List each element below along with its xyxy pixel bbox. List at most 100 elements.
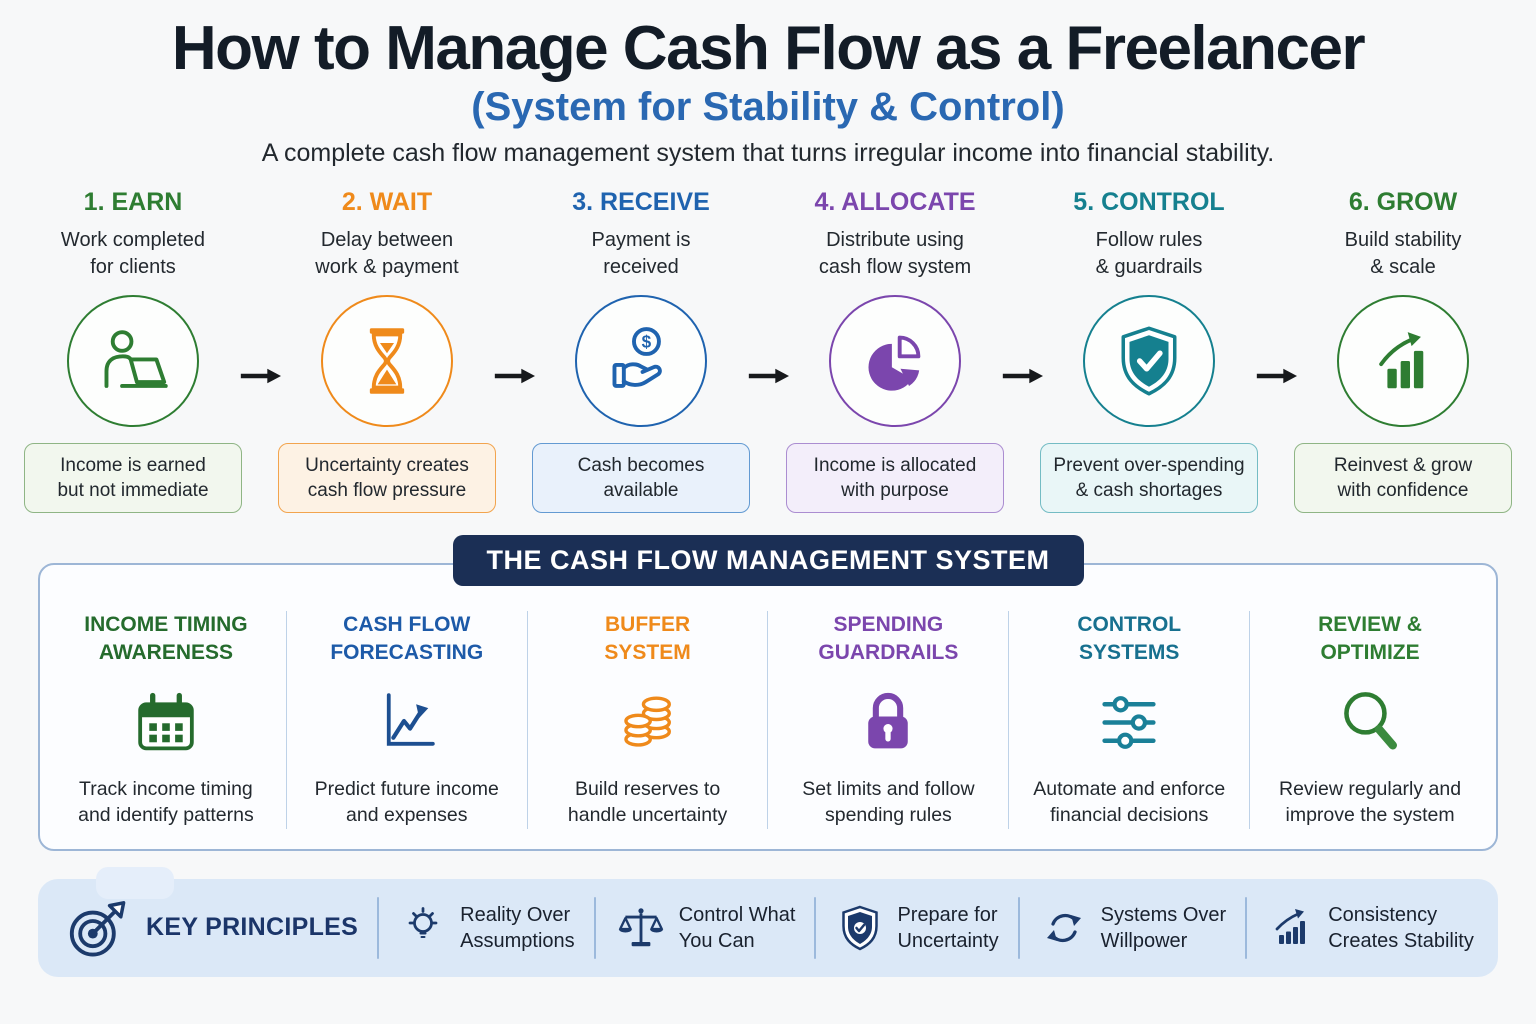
lightbulb-icon — [408, 906, 438, 938]
principle-label: Prepare for Uncertainty — [897, 903, 999, 952]
column-desc: Track income timing and identify pattern… — [78, 778, 254, 826]
principle-reality-over-assumptions: Reality Over Assumptions — [398, 902, 575, 954]
page-description: A complete cash flow management system t… — [261, 139, 1275, 168]
column-desc: Automate and enforce financial decisions — [1033, 778, 1226, 826]
person-laptop-icon — [104, 330, 168, 389]
growth-chart-icon — [1379, 332, 1424, 389]
shield-check-icon — [842, 905, 879, 951]
step-title: 2. WAIT — [341, 188, 433, 217]
arrow-right-icon — [239, 366, 281, 386]
step-caption: Uncertainty creates cash flow pressure — [278, 443, 496, 514]
step-grow: 6. GROW Build stability & scale Reinvest… — [1294, 188, 1512, 514]
refresh-arrows-icon — [1046, 913, 1081, 942]
arrow-right-icon — [1001, 366, 1043, 386]
step-caption: Prevent over-spending & cash shortages — [1040, 443, 1258, 514]
step-allocate: 4. ALLOCATE Distribute using cash flow s… — [786, 188, 1004, 514]
column-desc: Build reserves to handle uncertainty — [567, 778, 728, 826]
column-desc: Predict future income and expenses — [314, 778, 499, 826]
step-icon-circle — [829, 295, 961, 428]
hourglass-icon — [369, 328, 405, 394]
hand-coin-icon: $ — [612, 327, 662, 389]
coin-stack-icon — [623, 696, 671, 747]
cash-flow-infographic: How to Manage Cash Flow as a Freelancer … — [0, 0, 1536, 977]
column-title: BUFFER SYSTEM — [604, 613, 691, 664]
page-title: How to Manage Cash Flow as a Freelancer — [171, 14, 1366, 83]
header: How to Manage Cash Flow as a Freelancer … — [0, 0, 1536, 168]
step-control: 5. CONTROL Follow rules & guardrails Pre… — [1040, 188, 1258, 514]
page-subtitle: (System for Stability & Control) — [471, 85, 1065, 130]
step-desc: Build stability & scale — [1344, 229, 1462, 279]
step-icon-circle — [67, 295, 199, 428]
principle-label: Consistency Creates Stability — [1328, 903, 1474, 952]
divider — [814, 896, 817, 959]
step-icon-circle — [1083, 295, 1215, 428]
step-desc: Work completed for clients — [60, 229, 206, 279]
step-caption: Income is allocated with purpose — [786, 443, 1004, 514]
sliders-icon — [1102, 696, 1156, 750]
column-cash-flow-forecasting: CASH FLOW FORECASTING Predict future inc… — [287, 611, 528, 829]
divider — [1017, 896, 1020, 959]
system-banner: THE CASH FLOW MANAGEMENT SYSTEM — [452, 535, 1084, 587]
arrow-right-icon — [1255, 366, 1297, 386]
principle-label: Control What You Can — [678, 903, 796, 952]
principle-consistency-creates-stability: Consistency Creates Stability — [1266, 902, 1474, 954]
step-desc: Delay between work & payment — [315, 229, 459, 279]
step-title: 5. CONTROL — [1073, 188, 1225, 217]
column-buffer-system: BUFFER SYSTEM Build reserves to handle u… — [528, 611, 769, 829]
key-principles-bar: KEY PRINCIPLES Reality Over Assumptions — [38, 866, 1498, 977]
step-icon-circle: $ — [575, 295, 707, 428]
column-title: INCOME TIMING AWARENESS — [84, 613, 248, 664]
column-title: CONTROL SYSTEMS — [1077, 613, 1182, 664]
principle-control-what-you-can: Control What You Can — [615, 902, 796, 954]
step-icon-circle — [1337, 295, 1469, 428]
shield-check-icon — [1121, 326, 1177, 396]
step-earn: 1. EARN Work completed for clients Incom… — [24, 188, 242, 514]
step-icon-circle — [321, 295, 453, 428]
principle-label: Systems Over Willpower — [1100, 903, 1227, 952]
step-caption: Income is earned but not immediate — [24, 443, 242, 514]
step-desc: Payment is received — [591, 229, 691, 279]
column-review-optimize: REVIEW & OPTIMIZE Review regularly and i… — [1250, 611, 1490, 828]
step-caption: Cash becomes available — [532, 443, 750, 514]
column-desc: Set limits and follow spending rules — [802, 778, 975, 826]
step-desc: Follow rules & guardrails — [1095, 229, 1203, 279]
divider — [377, 896, 380, 959]
bar-growth-icon — [1275, 908, 1306, 944]
column-income-timing-awareness: INCOME TIMING AWARENESS Track income tim… — [46, 611, 287, 829]
arrow-right-icon — [493, 366, 535, 386]
step-title: 6. GROW — [1348, 188, 1458, 217]
column-desc: Review regularly and improve the system — [1279, 778, 1462, 826]
step-title: 4. ALLOCATE — [814, 188, 976, 217]
calendar-icon — [138, 693, 194, 751]
step-desc: Distribute using cash flow system — [818, 229, 972, 279]
divider — [1245, 896, 1248, 959]
column-title: SPENDING GUARDRAILS — [818, 613, 959, 664]
step-caption: Reinvest & grow with confidence — [1294, 443, 1512, 514]
principle-prepare-for-uncertainty: Prepare for Uncertainty — [835, 902, 999, 954]
padlock-icon — [868, 693, 909, 749]
target-icon — [69, 900, 126, 957]
principle-systems-over-willpower: Systems Over Willpower — [1039, 902, 1227, 954]
pie-chart-icon — [868, 335, 921, 391]
decorative-tab — [96, 866, 174, 899]
step-title: 1. EARN — [83, 188, 183, 217]
column-control-systems: CONTROL SYSTEMS Automate and enforce fin… — [1009, 611, 1251, 829]
key-principles-heading: KEY PRINCIPLES — [146, 913, 359, 942]
step-wait: 2. WAIT Delay between work & payment Unc… — [278, 188, 496, 514]
arrow-right-icon — [747, 366, 789, 386]
step-title: 3. RECEIVE — [572, 188, 710, 217]
line-chart-icon — [386, 693, 435, 746]
process-flow: 1. EARN Work completed for clients Incom… — [0, 168, 1536, 514]
magnifier-icon — [1344, 692, 1398, 750]
system-section: THE CASH FLOW MANAGEMENT SYSTEM INCOME T… — [0, 535, 1536, 851]
key-principles-heading-group: KEY PRINCIPLES — [62, 893, 358, 963]
svg-text:$: $ — [642, 332, 652, 352]
principle-label: Reality Over Assumptions — [460, 903, 575, 952]
scales-icon — [618, 907, 664, 946]
step-receive: 3. RECEIVE Payment is received $ Cash be… — [532, 188, 750, 514]
column-title: REVIEW & OPTIMIZE — [1318, 613, 1422, 664]
column-spending-guardrails: SPENDING GUARDRAILS Set limits and follo… — [768, 611, 1010, 829]
column-title: CASH FLOW FORECASTING — [330, 613, 484, 664]
divider — [593, 896, 596, 959]
system-box: INCOME TIMING AWARENESS Track income tim… — [38, 563, 1498, 851]
